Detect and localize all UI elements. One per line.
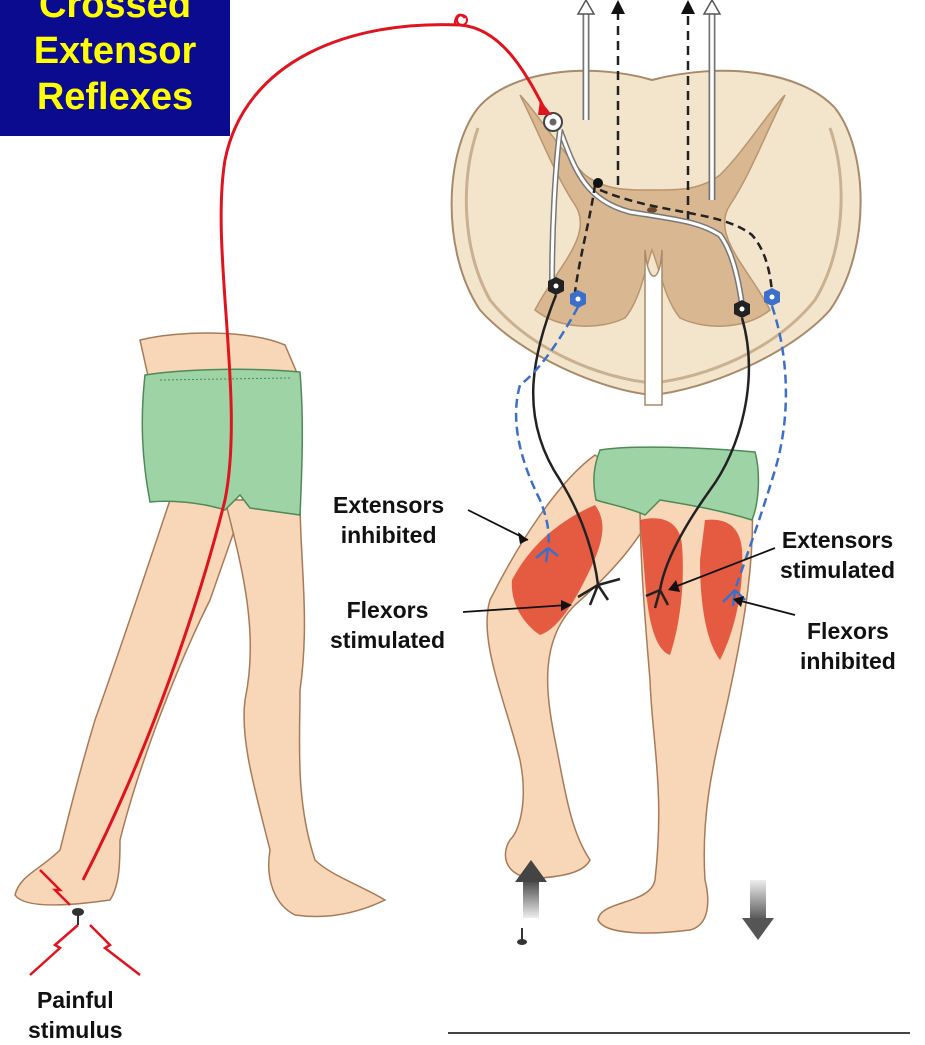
spinal-cord-section <box>452 71 861 405</box>
label-painful-stimulus: Painful stimulus <box>28 985 123 1045</box>
label-text: Flexors <box>800 616 896 646</box>
title-line-3: Reflexes <box>0 74 230 120</box>
label-extensors-stimulated: Extensors stimulated <box>780 525 895 585</box>
label-text: stimulated <box>330 625 445 655</box>
thumbtack-icon <box>517 928 527 945</box>
left-figure-stimulus-leg <box>15 500 245 905</box>
label-text: Extensors <box>780 525 895 555</box>
down-arrow-icon <box>742 880 774 940</box>
label-text: inhibited <box>333 520 444 550</box>
label-text: stimulated <box>780 555 895 585</box>
label-text: Flexors <box>330 595 445 625</box>
label-text: inhibited <box>800 646 896 676</box>
label-text: Painful <box>28 985 123 1015</box>
label-text: stimulus <box>28 1015 123 1045</box>
label-text: Extensors <box>333 490 444 520</box>
thumbtack-icon <box>72 908 84 925</box>
title-box: Crossed Extensor Reflexes <box>0 0 230 136</box>
title-line-2: Extensor <box>0 28 230 74</box>
left-figure-front-leg <box>225 500 385 917</box>
label-flexors-inhibited: Flexors inhibited <box>800 616 896 676</box>
label-extensors-inhibited: Extensors inhibited <box>333 490 444 550</box>
title-line-1: Crossed <box>0 0 230 28</box>
label-flexors-stimulated: Flexors stimulated <box>330 595 445 655</box>
right-figure-legs <box>487 447 758 933</box>
shorts-left-figure <box>142 369 302 515</box>
